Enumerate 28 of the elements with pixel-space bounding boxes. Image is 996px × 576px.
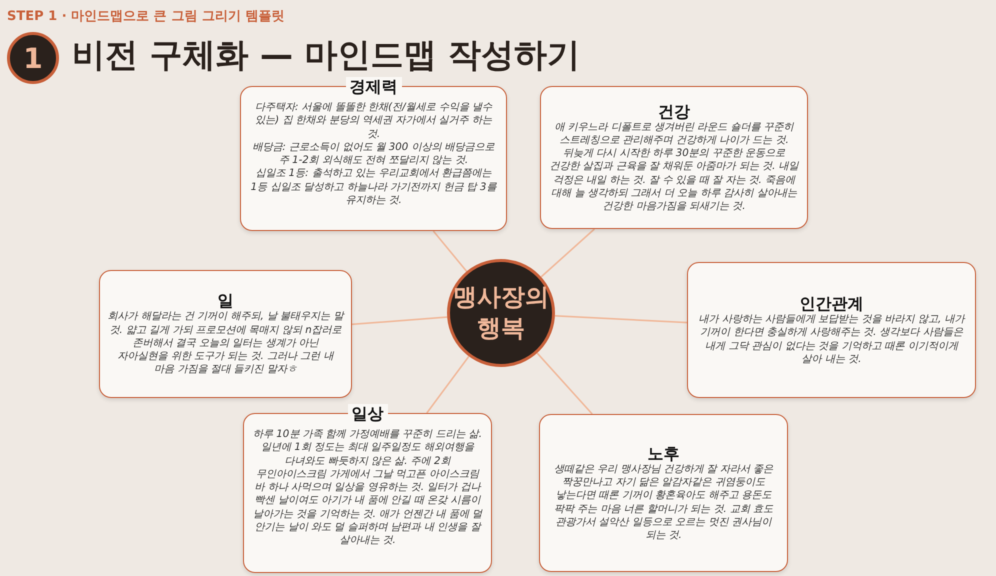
- topic-text: 생떼같은 우리 맹사장님 건강하게 잘 자라서 좋은 짝꿍만나고 자기 닮은 알감자같은 귀염둥이도 낳는다면 때론 기꺼이 황혼육아도 해주고 용돈도 팍팍 주는 마음 너른 할머니가 되는 것. 교회 효도 관광가서 설악산 일등으로 오르는 멋진 권사님이 되는 것.: [552, 462, 774, 542]
- topic-box: [539, 414, 788, 572]
- topic-heading: 일: [218, 291, 234, 310]
- topic-box: [540, 86, 808, 229]
- topic-text: 회사가 해달라는 건 기꺼이 해주되, 날 불태우지는 말 것. 얇고 길게 가되 프로모션에 목매지 않되 n잡러로 존버해서 결국 오늘의 일터는 생계가 아닌 자아실현을 위한 도구가 되는 것. 그러나 그런 내 마음 가짐을 절대 들키진 말자ㅎ: [106, 310, 345, 377]
- connector-line: [554, 314, 688, 324]
- topic-box: [99, 270, 352, 398]
- topic-text: 다주택자: 서울에 똘똘한 한채(전/월세로 수익을 낼수 있는) 집 한채와 분당의 역세권 자가에서 실거주 하는 것.: [254, 101, 494, 141]
- topic-text: 내가 사랑하는 사람들에게 보답받는 것을 바라지 않고, 내가 기꺼이 한다면 충실하게 사랑해주는 것. 생각보다 사람들은 내게 그닥 관심이 없다는 것을 기억하고 때론 이기적이게 살아 내는 것.: [698, 313, 966, 366]
- page-title: 비전 구체화 — 마인드맵 작성하기: [72, 34, 580, 76]
- topic-text: 하루 10분 가족 함께 가정예배를 꾸준히 드리는 삶. 일년에 1회 정도는 최대 일주일정도 해외여행을 다녀와도 빠듯하지 않은 삶. 주에 2회 무인아이스크림 가게에서 그날 먹고픈 아이스크림 바 하나 사먹으며 일상을 영유하는 것. 일터가 겁나 빡센 날이여도 아기가 내 품에 안길 때 온갖 시름이 날아가는 것을 기억하는 것. 애가 언젠간 내 품에 덜 안기는 날이 와도 덜 슬퍼하며 남편과 내 인생을 잘 살아내는 것.: [252, 428, 484, 548]
- topic-heading: 건강: [658, 102, 690, 121]
- number-badge: 1: [7, 32, 59, 84]
- topic-text: 배당금: 근로소득이 없어도 월 300 이상의 배당금으로 주 1-2회 외식해도 전혀 쪼달리지 않는 것.: [251, 140, 496, 168]
- topic-box: [687, 262, 976, 398]
- topic-heading: 경제력: [346, 77, 402, 96]
- connector-line: [352, 316, 448, 326]
- center-circle: 맹사장의 행복: [447, 259, 555, 367]
- topic-heading: 노후: [648, 444, 680, 463]
- topic-text: 애 키우느라 디폴트로 생겨버린 라운드 숄더를 꾸준히 스트레칭으로 관리해주며 건강하게 나이가 드는 것. 뒤늦게 다시 시작한 하루 30분의 꾸준한 운동으로 건강한 살집과 근육을 잘 채워둔 아줌마가 되는 것. 내일 걱정은 내일 하는 것. 잘 수 있을 때 잘 자는 것. 죽음에 대해 늘 생각하되 그래서 더 오늘 하루 감사히 살아내는 건강한 마음가짐을 되새기는 것.: [548, 120, 800, 214]
- step-label: STEP 1 · 마인드맵으로 큰 그림 그리기 템플릿: [7, 8, 284, 25]
- connector-line: [432, 230, 468, 272]
- topic-heading: 일상: [348, 404, 388, 424]
- topic-text: 십일조 1등: 출석하고 있는 우리교회에서 환급쯤에는 1등 십일조 달성하고 하늘나라 가기전까지 헌금 탑 3를 유지하는 것.: [250, 167, 498, 207]
- topic-heading: 인간관계: [800, 294, 864, 314]
- connector-line: [536, 352, 593, 415]
- connector-line: [540, 228, 595, 278]
- connector-line: [426, 356, 470, 414]
